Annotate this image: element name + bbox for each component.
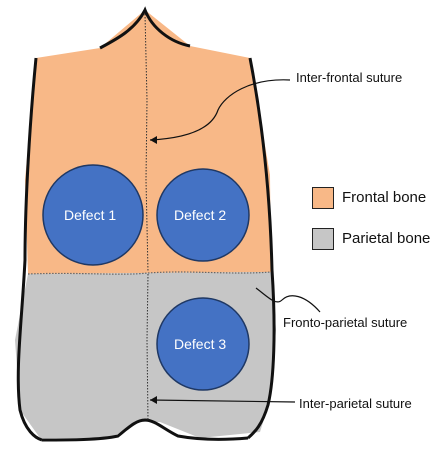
inter-frontal-arrowhead xyxy=(150,136,157,144)
defect-2-label: Defect 2 xyxy=(174,207,227,223)
legend-label-frontal: Frontal bone xyxy=(342,189,427,206)
inter-parietal-suture-label: Inter-parietal suture xyxy=(299,396,412,411)
inter-frontal-suture-line xyxy=(144,13,149,273)
legend-swatch-frontal xyxy=(312,187,334,209)
inter-frontal-leader xyxy=(149,79,291,141)
defect-1-circle xyxy=(42,164,144,266)
defect-3-circle xyxy=(156,297,250,391)
skull-outline-top xyxy=(99,6,191,50)
inter-parietal-arrowhead xyxy=(150,396,157,404)
legend-label-parietal: Parietal bone xyxy=(342,230,431,247)
inter-parietal-leader xyxy=(149,399,296,403)
defect-2-circle xyxy=(156,168,250,262)
skull-outline-bottom xyxy=(41,418,249,442)
fronto-parietal-suture-label: Fronto-parietal suture xyxy=(283,315,408,330)
skull-outline-left xyxy=(16,57,43,442)
defect-3-label: Defect 3 xyxy=(174,336,227,352)
inter-parietal-suture-line xyxy=(146,273,149,421)
fronto-parietal-leader xyxy=(255,287,321,313)
defect-1-label: Defect 1 xyxy=(64,207,117,223)
fronto-parietal-suture-line xyxy=(27,271,272,275)
skull-outline-right xyxy=(247,57,276,440)
inter-frontal-suture-label: Inter-frontal suture xyxy=(296,70,403,85)
legend-swatch-parietal xyxy=(312,228,334,250)
